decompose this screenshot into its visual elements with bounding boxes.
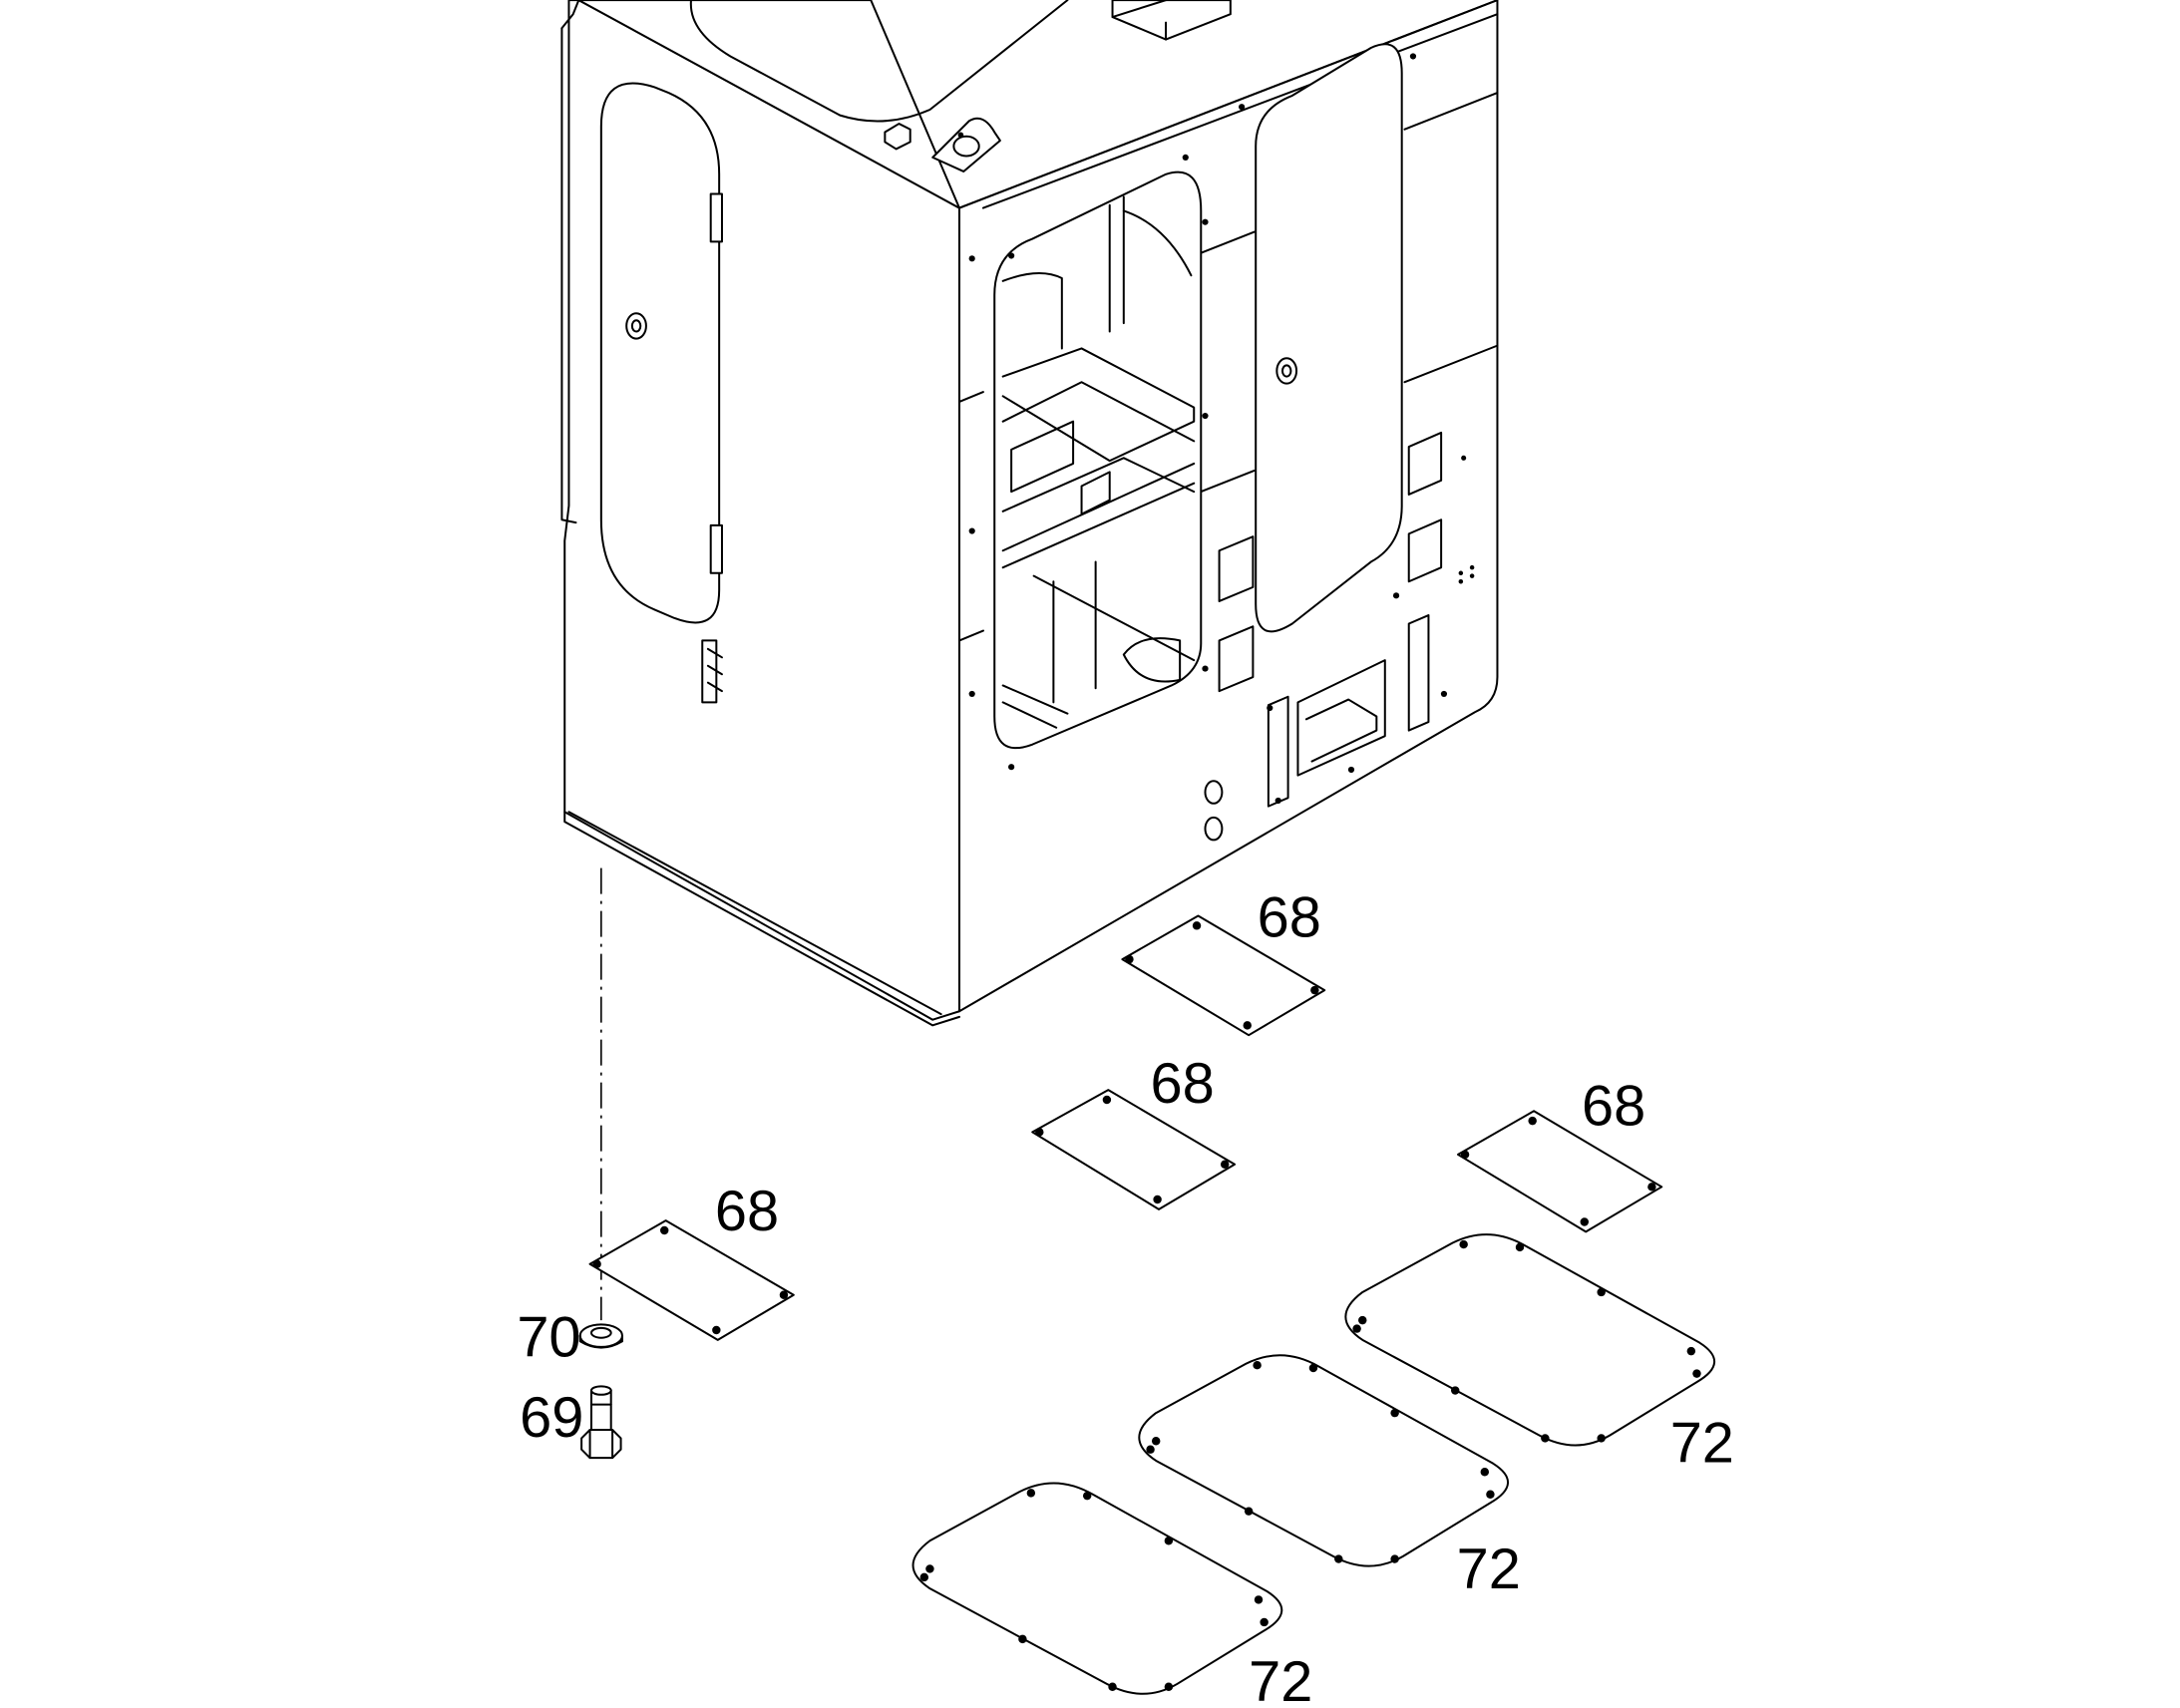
- front-mount-pads: [1205, 433, 1441, 840]
- cover-72-c: [913, 1483, 1282, 1693]
- small-top-cube: [885, 124, 909, 149]
- callout-68-b: 68: [1151, 1052, 1215, 1116]
- callout-72-a: 72: [1670, 1411, 1734, 1475]
- callout-68-a: 68: [1258, 886, 1321, 950]
- callout-68-c: 68: [1582, 1074, 1645, 1138]
- front-window-opening: [994, 172, 1201, 749]
- callout-labels: 68 68 68 68 70 69 72 72 72: [517, 886, 1734, 1708]
- bolt-69: [581, 1386, 620, 1458]
- cover-72-b: [1139, 1355, 1508, 1565]
- plate-68-c: [1458, 1111, 1661, 1231]
- cabinet-rivets: [957, 53, 1475, 805]
- callout-69: 69: [520, 1386, 583, 1450]
- plate-68-d: [590, 1220, 794, 1340]
- callout-72-c: 72: [1249, 1650, 1312, 1708]
- plate-68-b: [1032, 1090, 1235, 1209]
- callout-68-d: 68: [715, 1180, 779, 1243]
- plate-68-a: [1122, 915, 1324, 1035]
- machine-cabinet: [561, 0, 1497, 1025]
- top-mount-block: [1113, 0, 1231, 39]
- callout-70: 70: [517, 1306, 580, 1370]
- cover-72-a: [1345, 1234, 1714, 1445]
- left-access-door: [601, 84, 722, 703]
- lifting-eye: [932, 119, 1000, 171]
- washer-70: [580, 1324, 622, 1347]
- right-access-door: [1256, 44, 1401, 631]
- callout-72-b: 72: [1457, 1537, 1521, 1601]
